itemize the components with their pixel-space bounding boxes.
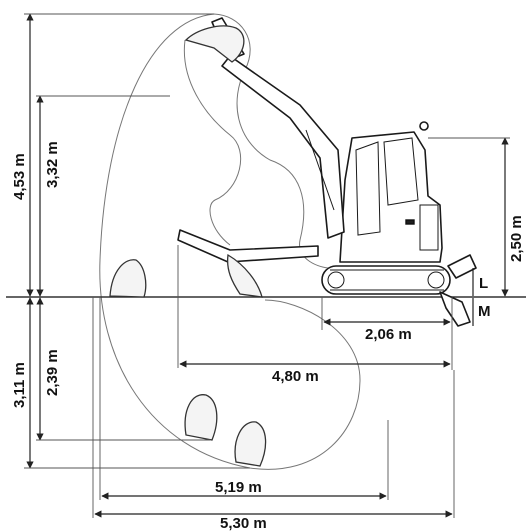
label-reach-inner: 4,80 m	[272, 368, 319, 385]
dozer-blade	[447, 254, 477, 279]
track-rollers	[327, 269, 445, 291]
label-max-reach-height: 4,53 m	[11, 153, 28, 200]
label-reach-at-ground: 5,19 m	[215, 479, 262, 496]
working-range-inner	[183, 39, 242, 246]
label-cab-height: 2,50 m	[508, 215, 525, 262]
track-undercarriage	[321, 265, 451, 295]
label-dig-depth: 3,11 m	[11, 362, 28, 408]
dozer-blade-lowered	[439, 291, 471, 327]
label-blade-lift: L	[479, 275, 488, 292]
arm-extended	[177, 229, 319, 263]
boom	[221, 55, 345, 239]
beacon-light	[419, 121, 429, 131]
bucket-far-reach	[109, 259, 147, 298]
cab-window-side	[383, 137, 419, 206]
bucket-deep-2	[234, 421, 267, 467]
upper-structure	[339, 131, 443, 263]
label-vertical-wall-depth: 2,39 m	[44, 349, 61, 396]
bucket-deep-1	[184, 394, 218, 441]
label-blade-depth: M	[478, 303, 491, 320]
cab-window-front	[355, 141, 381, 236]
bucket-ground	[226, 253, 263, 298]
label-max-reach: 5,30 m	[220, 515, 267, 531]
cab-door-handle	[405, 219, 415, 225]
boom-cylinder	[305, 129, 335, 211]
engine-cover	[419, 204, 439, 251]
excavator	[177, 17, 477, 327]
bucket-raised	[184, 25, 245, 63]
working-range-envelope	[99, 13, 361, 470]
label-max-dump-height: 3,32 m	[44, 141, 61, 188]
label-blade-reach: 2,06 m	[365, 326, 412, 343]
